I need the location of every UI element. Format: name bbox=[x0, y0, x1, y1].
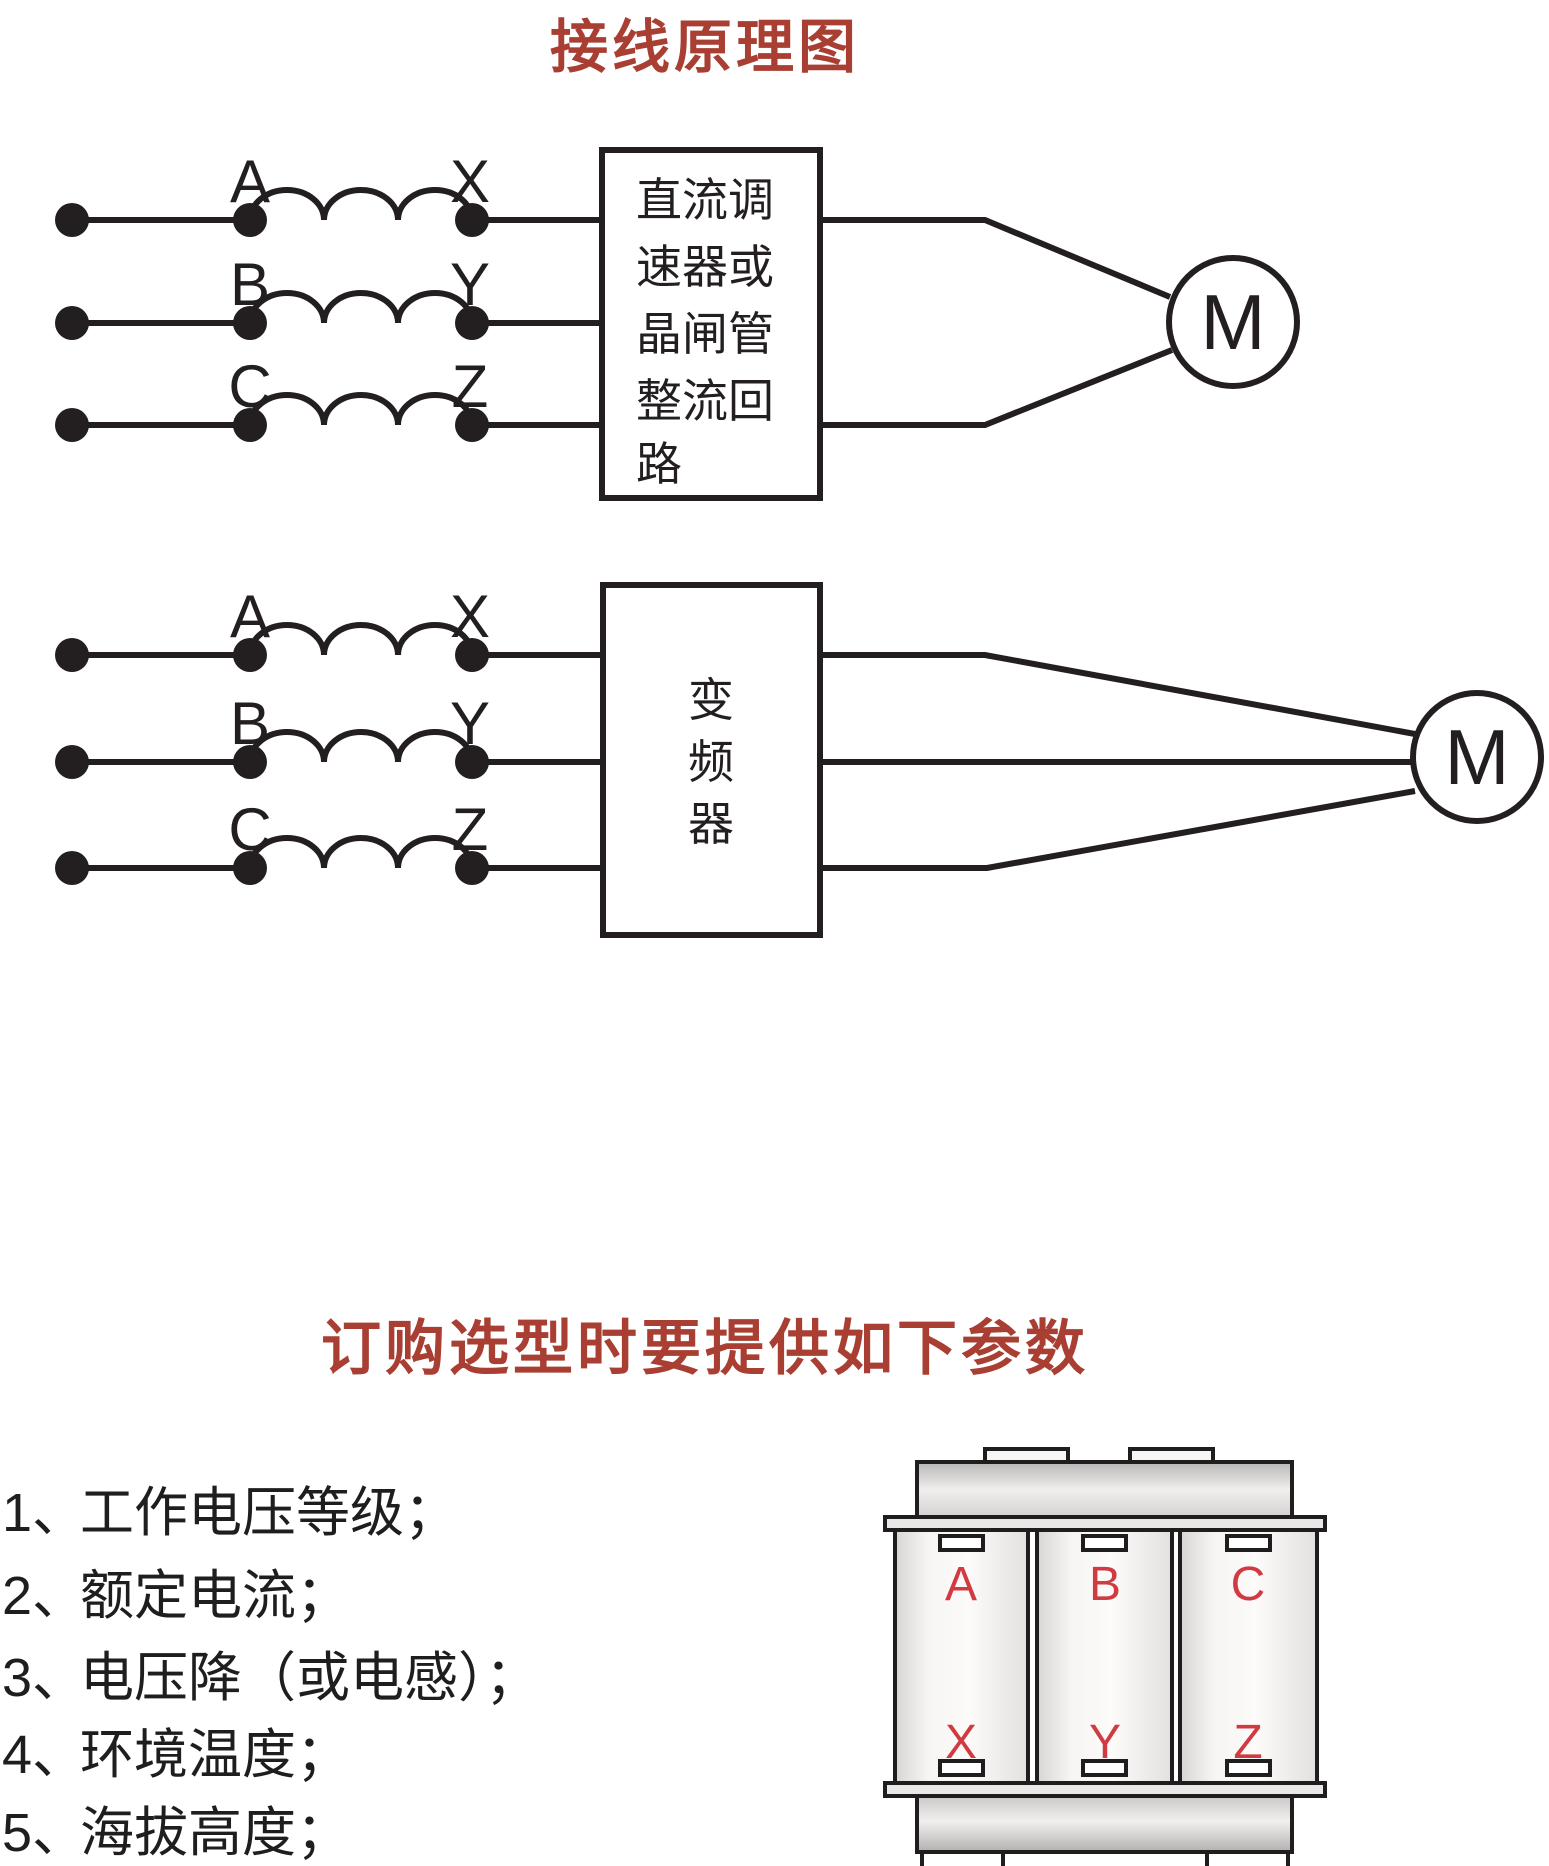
dc-drive-box-frame bbox=[599, 147, 823, 501]
winding-slot-top bbox=[1225, 1534, 1272, 1552]
list-item-text: 额定电流； bbox=[80, 1566, 350, 1626]
output-wire-top bbox=[820, 217, 1172, 300]
list-item-number: 1、 bbox=[2, 1483, 87, 1543]
secondary-label: Z bbox=[452, 796, 489, 863]
list-item: 2、 额定电流； bbox=[2, 1551, 350, 1630]
mounting-foot bbox=[1205, 1850, 1290, 1866]
ordering-title: 订购选型时要提供如下参数 bbox=[321, 1315, 1089, 1382]
motor-label: M bbox=[1445, 713, 1510, 801]
motor-label: M bbox=[1201, 278, 1266, 366]
list-item: 5、 海拔高度； bbox=[2, 1788, 350, 1866]
vfd-box-text-line: 器 bbox=[688, 798, 734, 850]
list-item-text: 环境温度； bbox=[80, 1725, 350, 1785]
phase-row-b: B Y bbox=[55, 251, 603, 340]
phase-row-c: C Z bbox=[55, 796, 604, 885]
vfd-box-frame bbox=[600, 582, 823, 938]
winding-column-a bbox=[893, 1528, 1030, 1785]
winding-column-c bbox=[1178, 1528, 1319, 1785]
transformer-label-c: C bbox=[1231, 1558, 1266, 1611]
motor-dc: M bbox=[1166, 255, 1300, 389]
phase-label: A bbox=[230, 583, 270, 650]
dc-drive-box-text-line: 路 bbox=[636, 438, 682, 490]
phase-row-a: A X bbox=[55, 148, 603, 237]
circuit-dc-drive: A X B Y C Z bbox=[55, 147, 1300, 501]
phase-label: C bbox=[228, 353, 271, 420]
phase-row-b: B Y bbox=[55, 690, 604, 779]
phase-row-a: A X bbox=[55, 583, 604, 672]
motor-vfd: M bbox=[1410, 690, 1544, 824]
transformer-illustration: A B C X Y Z bbox=[883, 1447, 1327, 1866]
secondary-label: X bbox=[450, 583, 490, 650]
inductor-coil bbox=[247, 622, 475, 656]
inductor-coil bbox=[247, 187, 475, 221]
input-terminal-dot bbox=[55, 306, 89, 340]
input-terminal-dot bbox=[55, 851, 89, 885]
winding-slot-bottom bbox=[938, 1759, 985, 1777]
phase-label: C bbox=[228, 796, 271, 863]
list-item: 1、 工作电压等级； bbox=[2, 1468, 458, 1547]
secondary-label: Y bbox=[450, 690, 490, 757]
phase-row-c: C Z bbox=[55, 353, 603, 442]
phase-label: B bbox=[230, 251, 270, 318]
dc-drive-box: 直流调 速器或 晶闸管 整流回 路 bbox=[599, 147, 823, 501]
list-item: 3、 电压降（或电感）； bbox=[2, 1633, 539, 1712]
input-terminal-dot bbox=[55, 745, 89, 779]
list-item-text: 电压降（或电感）； bbox=[80, 1648, 539, 1708]
vfd-box-text-line: 频 bbox=[688, 736, 734, 788]
winding-slot-bottom bbox=[1225, 1759, 1272, 1777]
list-item-number: 2、 bbox=[2, 1566, 87, 1626]
list-item-number: 5、 bbox=[2, 1803, 87, 1863]
dc-drive-box-text-line: 直流调 bbox=[636, 174, 774, 226]
output-wire-top bbox=[820, 652, 1416, 737]
transformer-label-b: B bbox=[1089, 1558, 1121, 1611]
motor-circle bbox=[1166, 255, 1300, 389]
secondary-label: X bbox=[450, 148, 490, 215]
secondary-label: Z bbox=[452, 353, 489, 420]
secondary-label: Y bbox=[450, 251, 490, 318]
vfd-box-text-line: 变 bbox=[688, 674, 734, 726]
list-item: 4、 环境温度； bbox=[2, 1710, 350, 1789]
motor-circle bbox=[1410, 690, 1544, 824]
input-terminal-dot bbox=[55, 408, 89, 442]
list-item-text: 工作电压等级； bbox=[80, 1483, 458, 1543]
inductor-coil bbox=[247, 290, 475, 324]
input-terminal-dot bbox=[55, 203, 89, 237]
inductor-coil bbox=[247, 835, 475, 869]
inductor-coil bbox=[247, 729, 475, 763]
circuit-vfd: A X B Y C Z bbox=[55, 582, 1544, 938]
winding-slot-top bbox=[938, 1534, 985, 1552]
phase-label: A bbox=[230, 148, 270, 215]
dc-drive-box-text-line: 速器或 bbox=[636, 241, 774, 293]
inductor-coil bbox=[247, 392, 475, 426]
list-item-number: 3、 bbox=[2, 1648, 87, 1708]
vfd-box: 变 频 器 bbox=[600, 582, 823, 938]
list-item-text: 海拔高度； bbox=[80, 1803, 350, 1863]
dc-drive-box-text-line: 晶闸管 bbox=[636, 308, 774, 360]
core-bottom-yoke bbox=[915, 1794, 1294, 1854]
mounting-foot bbox=[920, 1850, 1005, 1866]
winding-slot-bottom bbox=[1081, 1759, 1128, 1777]
input-terminal-dot bbox=[55, 638, 89, 672]
winding-slot-top bbox=[1081, 1534, 1128, 1552]
list-item-number: 4、 bbox=[2, 1725, 87, 1785]
transformer-label-a: A bbox=[945, 1558, 977, 1611]
output-wire-bottom bbox=[820, 788, 1416, 871]
dc-drive-box-text-line: 整流回 bbox=[636, 375, 774, 427]
page-title: 接线原理图 bbox=[549, 15, 860, 80]
core-top-yoke bbox=[915, 1460, 1294, 1519]
output-wire-bottom bbox=[820, 347, 1174, 428]
phase-label: B bbox=[230, 690, 270, 757]
